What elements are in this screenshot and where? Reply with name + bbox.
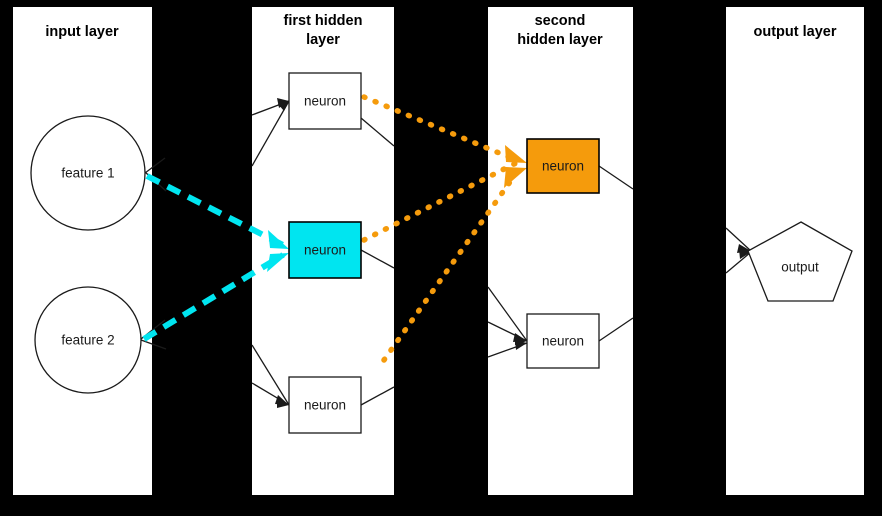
edge-hidden2-bottom-to-output [598,317,634,342]
title-first-hidden-layer: first hidden [284,13,363,29]
title-second-hidden-layer-line2: hidden layer [517,32,603,48]
title-second-hidden-layer: second [535,13,586,29]
node-feature-1-shape [30,115,146,231]
node-hidden2-neuron-top-shape [526,138,600,194]
nodes-second-hidden-layer: neuron neuron [526,138,600,369]
title-input-layer: input layer [45,24,119,40]
edge-hidden1-top-to-hidden2-bottom [360,117,395,147]
edge-feature2-to-hidden1-top [251,100,290,167]
node-feature-1[interactable]: feature 1 [30,115,146,231]
edge-stub-feature1-upper [144,157,166,174]
panel-second-hidden-layer [488,7,633,495]
edge-feature2-to-hidden1-bottom [251,382,290,406]
edge-orange-from-hidden1-middle [361,160,519,243]
edge-orange-from-hidden1-top [361,94,519,163]
node-hidden1-neuron-middle-shape [288,221,362,279]
edge-hidden2-top-to-output [598,165,634,190]
node-hidden1-neuron-bottom-label: neuron [304,398,346,413]
node-hidden1-neuron-middle[interactable]: neuron [288,221,362,279]
node-hidden2-neuron-top-label: neuron [542,159,584,174]
node-hidden1-neuron-bottom-shape [288,376,362,434]
node-hidden2-neuron-bottom[interactable]: neuron [526,313,600,369]
node-output-label: output [781,260,819,275]
nodes-input-layer: feature 1 feature 2 [30,115,146,394]
edge-hidden1-bottom-to-hidden2-bottom [360,386,395,406]
arrowhead-hidden2-bottom-c [515,340,527,350]
node-feature-2-label: feature 2 [61,333,114,348]
node-hidden1-neuron-top-label: neuron [304,94,346,109]
edge-cyan-from-feature2 [142,252,285,342]
edge-cyan-from-feature1 [145,173,285,248]
edge-feature1-to-hidden1-bottom [251,344,290,406]
node-hidden1-neuron-top-shape [288,72,362,130]
node-feature-2[interactable]: feature 2 [34,286,142,394]
node-feature-2-shape [34,286,142,394]
edge-into-output-a [725,227,752,252]
node-hidden2-neuron-bottom-shape [526,313,600,369]
arrowhead-hidden1-top-b [278,101,289,111]
node-output[interactable]: output [747,221,853,302]
node-hidden1-neuron-top[interactable]: neuron [288,72,362,130]
layer-titles: input layer first hidden layer second hi… [45,13,837,48]
arrowhead-cyan-upper [268,230,289,249]
edge-stub-feature2-lower [140,339,167,350]
node-feature-1-label: feature 1 [61,166,114,181]
panel-input-layer [13,7,152,495]
node-hidden1-neuron-middle-label: neuron [304,243,346,258]
node-hidden2-neuron-top[interactable]: neuron [526,138,600,194]
title-first-hidden-layer-line2: layer [306,32,340,48]
connections-cyan-highlight [142,173,289,342]
layer-panels [13,7,864,495]
nodes-first-hidden-layer: neuron neuron neuron [288,72,362,434]
connections-plain [140,98,752,408]
node-output-shape [747,221,853,302]
node-hidden2-neuron-bottom-label: neuron [542,334,584,349]
arrowhead-orange-lower [504,167,527,188]
edge-into-hidden2-bottom-a [487,286,528,342]
nodes-output-layer: output [747,221,853,302]
edge-hidden1-middle-to-hidden2-bottom [360,249,395,269]
node-hidden1-neuron-bottom[interactable]: neuron [288,376,362,434]
connections-orange-highlight [361,94,527,363]
edge-orange-from-hidden1-bottom [381,169,520,363]
arrowhead-cyan-lower [267,253,289,272]
edge-into-output-b [725,251,752,274]
arrowhead-hidden1-bottom-b [277,398,289,408]
arrowhead-orange-upper [505,145,527,163]
title-output-layer: output layer [754,24,837,40]
